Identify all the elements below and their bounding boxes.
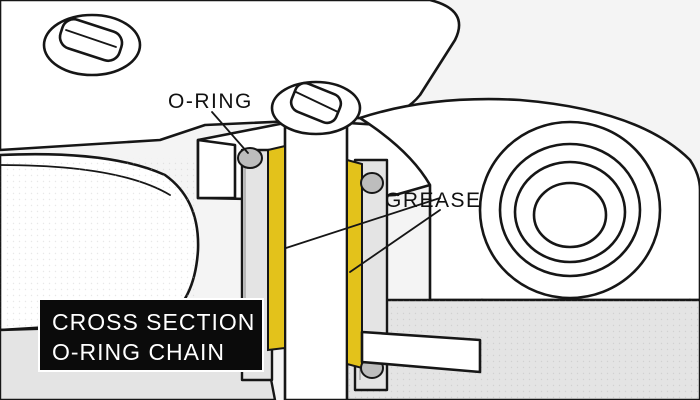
caption-line-1: CROSS SECTION bbox=[52, 309, 256, 335]
pin-head-top-left bbox=[42, 13, 142, 77]
caption-line-2: O-RING CHAIN bbox=[52, 339, 225, 365]
grease-leader-line-1 bbox=[285, 197, 441, 249]
o-ring-label: O-RING bbox=[168, 90, 253, 113]
grease-leader-line-2 bbox=[349, 209, 441, 273]
roller-right bbox=[478, 120, 662, 300]
inner-plate-side-face bbox=[196, 138, 237, 200]
caption-box: CROSS SECTION O-RING CHAIN bbox=[38, 298, 264, 372]
lower-plate-rail bbox=[360, 330, 482, 374]
grease-layer bbox=[267, 144, 363, 370]
o-ring-leader-line bbox=[211, 111, 249, 154]
grease-label: GREASE bbox=[385, 189, 482, 212]
pin bbox=[270, 80, 362, 400]
